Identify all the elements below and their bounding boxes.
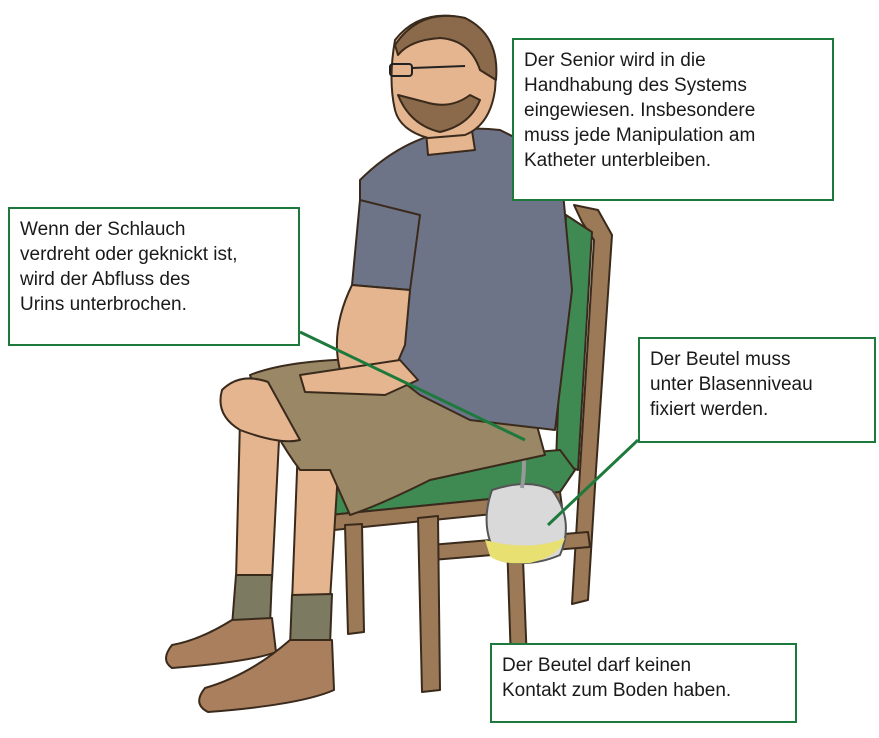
callout-tube-line: wird der Abfluss des [20,267,288,292]
callout-instruction-line: eingewiesen. Insbesondere [524,98,822,123]
chair-front-leg-right [418,516,440,692]
callout-instruction-line: muss jede Manipulation am [524,123,822,148]
callout-floor-contact: Der Beutel darf keinen Kontakt zum Boden… [490,643,797,723]
callout-tube-line: Urins unterbrochen. [20,292,288,317]
callout-tube-line: verdreht oder geknickt ist, [20,242,288,267]
callout-instruction-line: Katheter unterbleiben. [524,148,822,173]
callout-floor-line: Kontakt zum Boden haben. [502,678,785,703]
left-shin [236,420,280,580]
callout-level-line: unter Blasenniveau [650,372,864,397]
callout-instruction-line: Handhabung des Systems [524,73,822,98]
right-sock [290,594,332,646]
callout-instruction: Der Senior wird in die Handhabung des Sy… [512,38,834,201]
callout-level-line: fixiert werden. [650,397,864,422]
callout-level-line: Der Beutel muss [650,347,864,372]
chair-front-leg-left [345,524,364,634]
callout-floor-line: Der Beutel darf keinen [502,653,785,678]
callout-bladder-level: Der Beutel muss unter Blasenniveau fixie… [638,337,876,443]
left-sandal [166,618,276,668]
callout-tube-line: Wenn der Schlauch [20,217,288,242]
callout-tube: Wenn der Schlauch verdreht oder geknickt… [8,207,300,346]
sleeve [352,200,420,290]
callout-instruction-line: Der Senior wird in die [524,48,822,73]
